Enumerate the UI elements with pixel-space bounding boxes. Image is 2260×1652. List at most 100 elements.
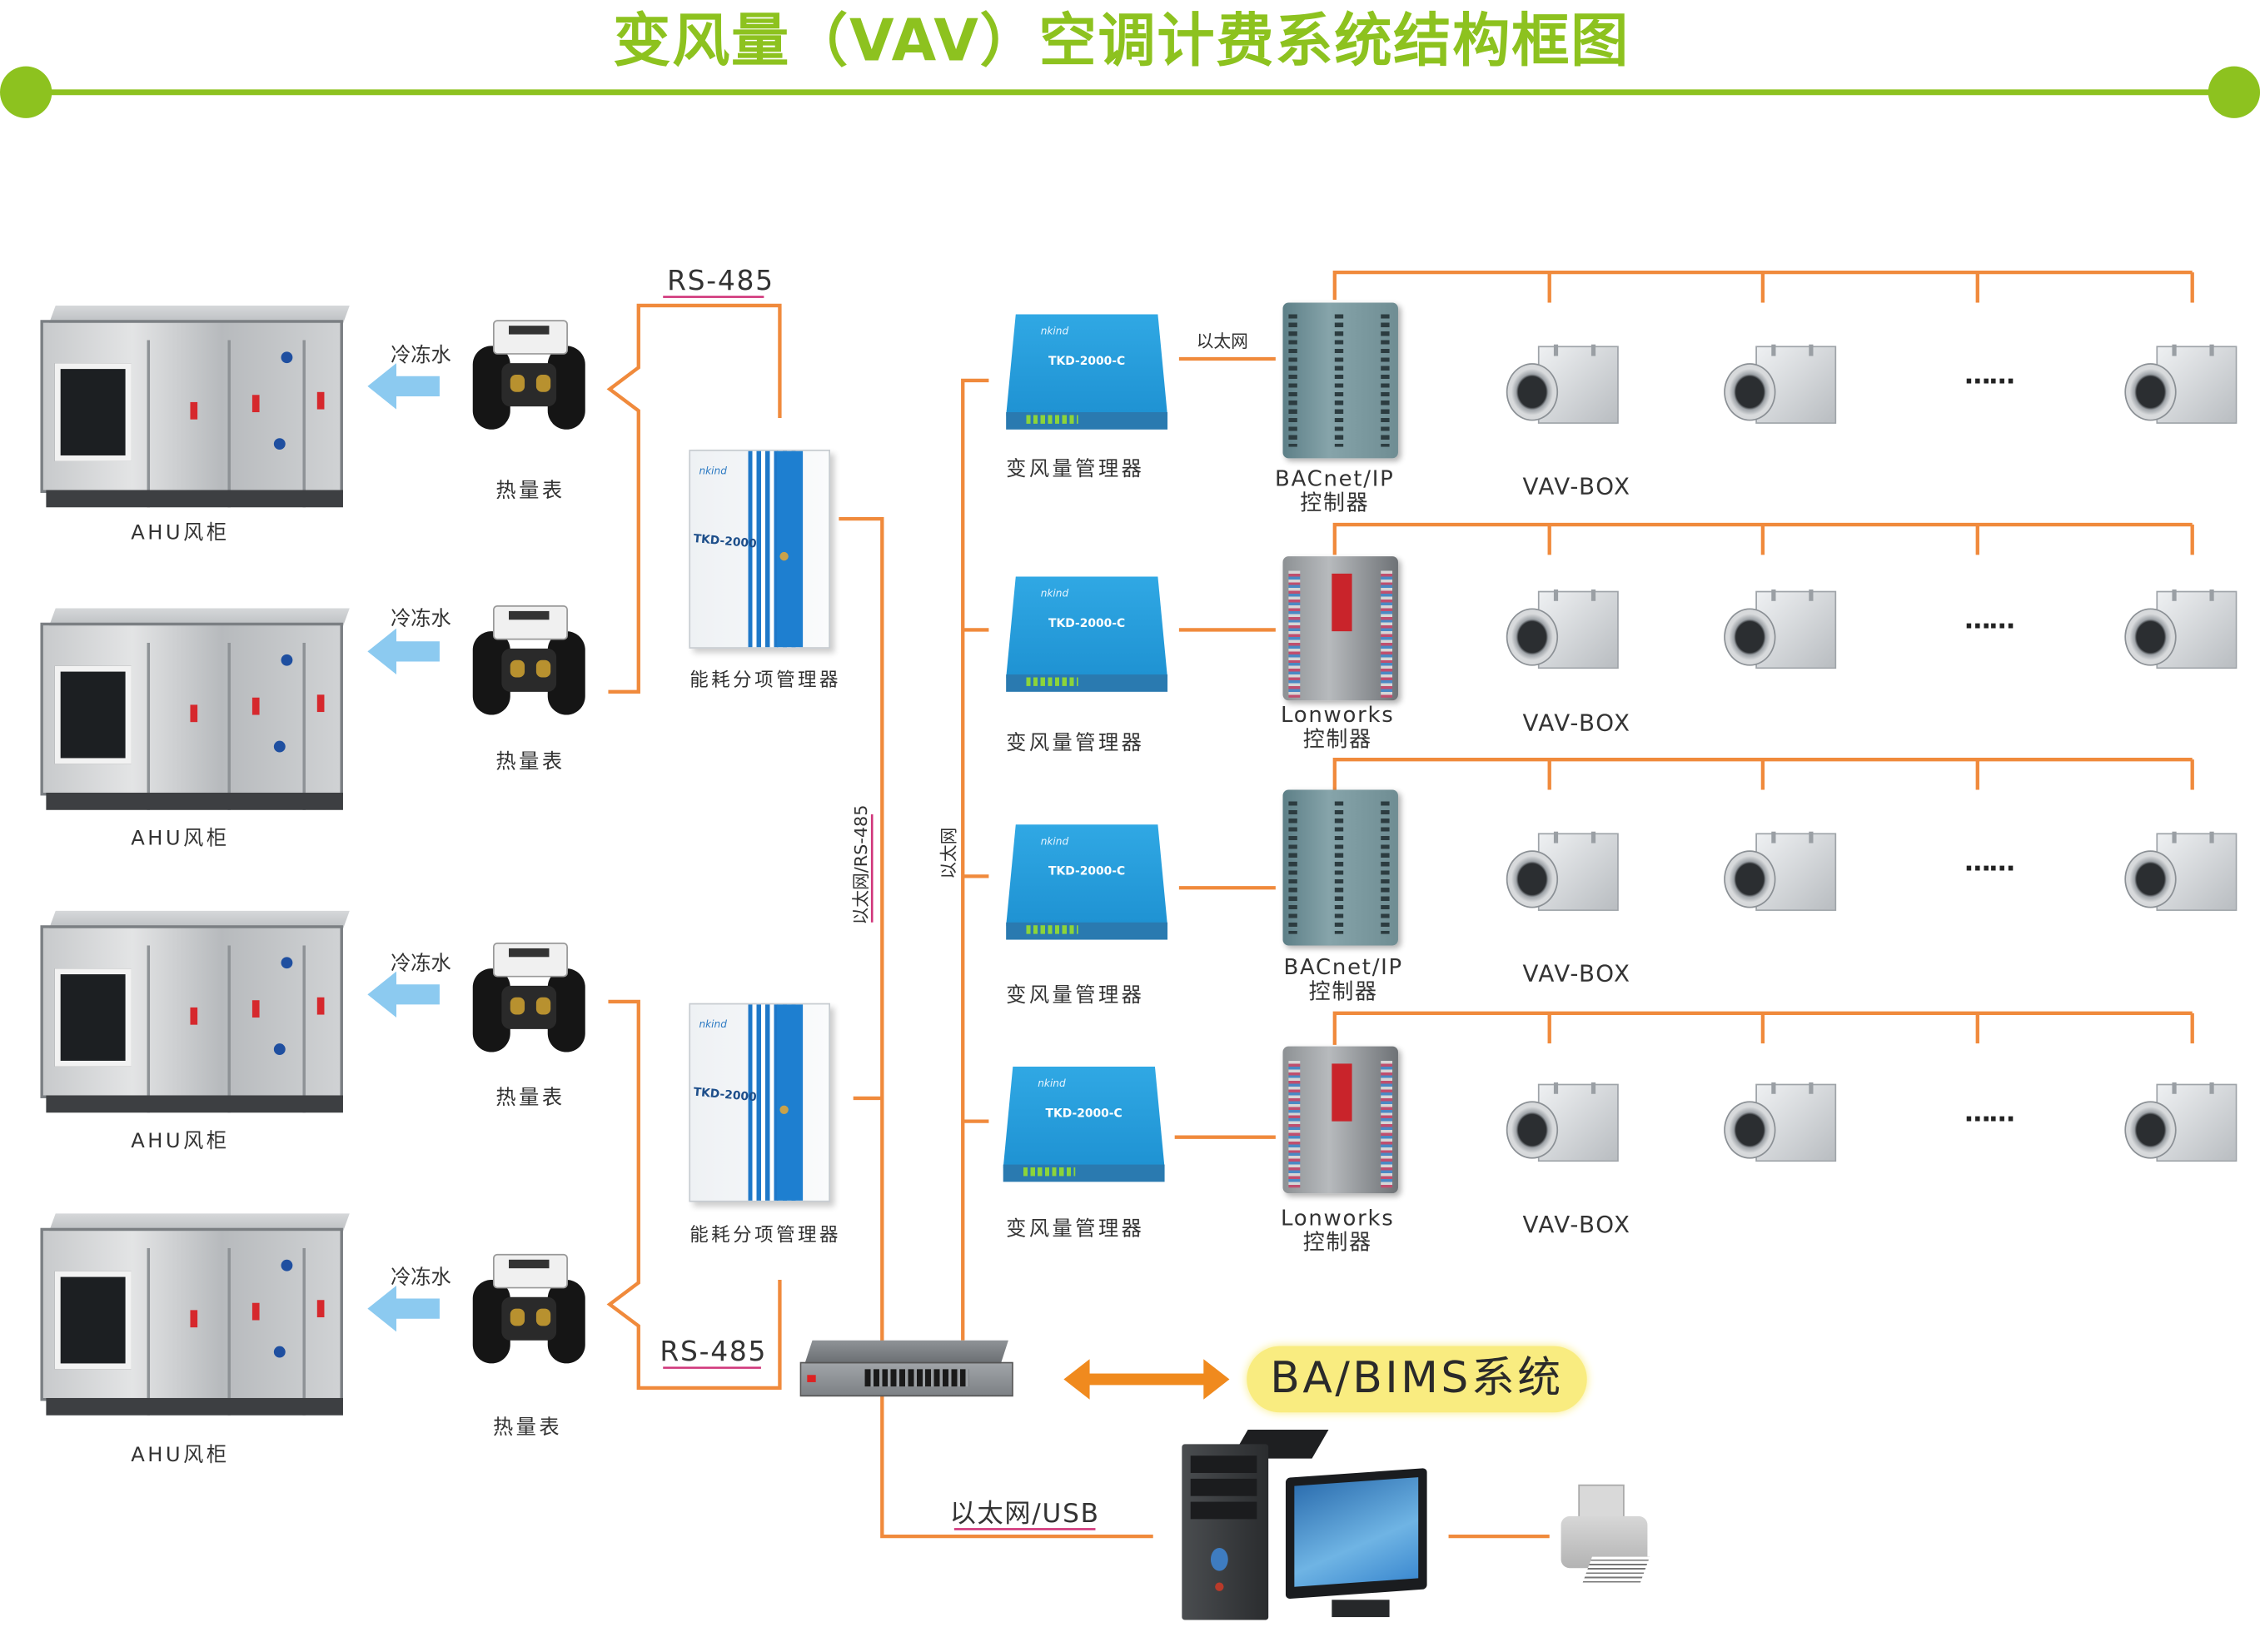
vav-box-icon [1724,340,1839,429]
field-bus-3 [1332,758,2193,790]
bacnet-controller-icon [1282,302,1398,459]
vav-box-icon [2124,828,2239,917]
energy-manager-label: 能耗分项管理器 [689,1225,841,1247]
field-bus-4 [1332,1011,2193,1045]
vav-box-icon [1724,828,1839,917]
heat-meter-label: 热量表 [495,1087,565,1110]
ahu-unit-icon [40,608,350,817]
lonworks-controller-icon [1282,556,1398,701]
title-rule-end-left [0,66,52,118]
device-brand: nkind [1040,835,1069,848]
lonworks-controller-icon [1282,1046,1398,1194]
more-vav-ellipsis: …… [1964,605,2015,636]
more-vav-ellipsis: …… [1964,847,2015,878]
ahu-unit-icon [40,1213,350,1422]
vav-box-icon [1506,585,1621,674]
field-bus-drops [1547,272,2194,1044]
heat-meter-label: 热量表 [495,480,565,504]
ethernet-usb-label: 以太网/USB [949,1499,1100,1530]
diagram-title: 变风量（VAV）空调计费系统结构框图 [613,8,1630,76]
controller-protocol: BACnet/IP [1283,953,1403,981]
heat-meter-icon [472,320,585,432]
rs485-bus-bottom [606,999,782,1391]
computer-icon [1182,1430,1430,1623]
field-bus-1 [1332,270,2193,301]
heat-meter-icon [472,605,585,718]
ahu-label: AHU风柜 [131,1130,230,1153]
device-brand: nkind [699,1018,727,1031]
device-brand: nkind [1040,588,1069,600]
more-vav-ellipsis: …… [1964,1097,2015,1129]
vav-box-icon [1506,828,1621,917]
heat-meter-label: 热量表 [492,1416,563,1441]
heat-meter-icon [472,1253,585,1366]
device-model: TKD-2000-C [1048,616,1126,630]
heat-meter-label: 热量表 [495,750,565,774]
chilled-water-label: 冷冻水 [391,608,451,632]
vav-box-label: VAV-BOX [1522,709,1631,737]
controller-type: 控制器 [1302,1229,1372,1256]
ahu-label: AHU风柜 [131,827,230,851]
vav-box-icon [1506,1078,1621,1167]
vav-box-icon [2124,340,2239,429]
chilled-water-label: 冷冻水 [391,1266,451,1291]
network-switch-icon [799,1340,1013,1398]
energy-manager-link-top [839,516,1153,1539]
energy-manager-label: 能耗分项管理器 [689,669,841,692]
chilled-water-arrows [367,363,440,1332]
more-vav-ellipsis: …… [1964,360,2015,391]
ethernet-label: 以太网 [1196,331,1248,352]
controller-protocol: Lonworks [1280,701,1395,729]
vav-box-icon [1724,585,1839,674]
device-model: TKD-2000-C [1045,1107,1123,1120]
device-model: TKD-2000-C [1048,354,1126,368]
ethernet-rs485-label: 以太网/RS-485 [851,804,872,925]
device-brand: nkind [1038,1077,1066,1090]
vav-manager-label: 变风量管理器 [1006,984,1145,1008]
vav-box-label: VAV-BOX [1522,959,1631,988]
vav-box-icon [2124,585,2239,674]
controller-type: 控制器 [1308,978,1378,1005]
ahu-label: AHU风柜 [131,521,230,545]
chilled-water-label: 冷冻水 [391,344,451,368]
device-brand: nkind [699,465,727,477]
controller-type: 控制器 [1302,726,1372,753]
controller-protocol: BACnet/IP [1275,465,1395,492]
printer-icon [1561,1484,1660,1589]
vav-box-icon [2124,1078,2239,1167]
vav-manager-label: 变风量管理器 [1006,1217,1145,1241]
vav-manager-label: 变风量管理器 [1006,732,1145,755]
rs485-label-top: RS-485 [667,265,774,297]
ethernet-trunk [961,378,989,1341]
ahu-unit-icon [40,910,350,1120]
ahu-unit-icon [40,305,350,515]
vav-box-label: VAV-BOX [1522,1210,1631,1238]
chilled-water-label: 冷冻水 [391,953,451,976]
ethernet-label-vertical: 以太网 [938,827,959,879]
rs485-bus-top [606,303,782,694]
controller-protocol: Lonworks [1280,1205,1395,1232]
vav-manager-label: 变风量管理器 [1006,458,1145,482]
ba-bims-system-badge: BA/BIMS系统 [1247,1346,1587,1413]
field-bus-2 [1332,522,2193,555]
bms-double-arrow [1063,1359,1230,1400]
bacnet-controller-icon [1282,789,1398,946]
controller-type: 控制器 [1300,490,1370,516]
device-model: TKD-2000-C [1048,864,1126,878]
vav-box-icon [1506,340,1621,429]
vav-box-label: VAV-BOX [1522,472,1631,500]
ahu-label: AHU风柜 [131,1444,230,1468]
title-rule-end-right [2208,66,2260,118]
